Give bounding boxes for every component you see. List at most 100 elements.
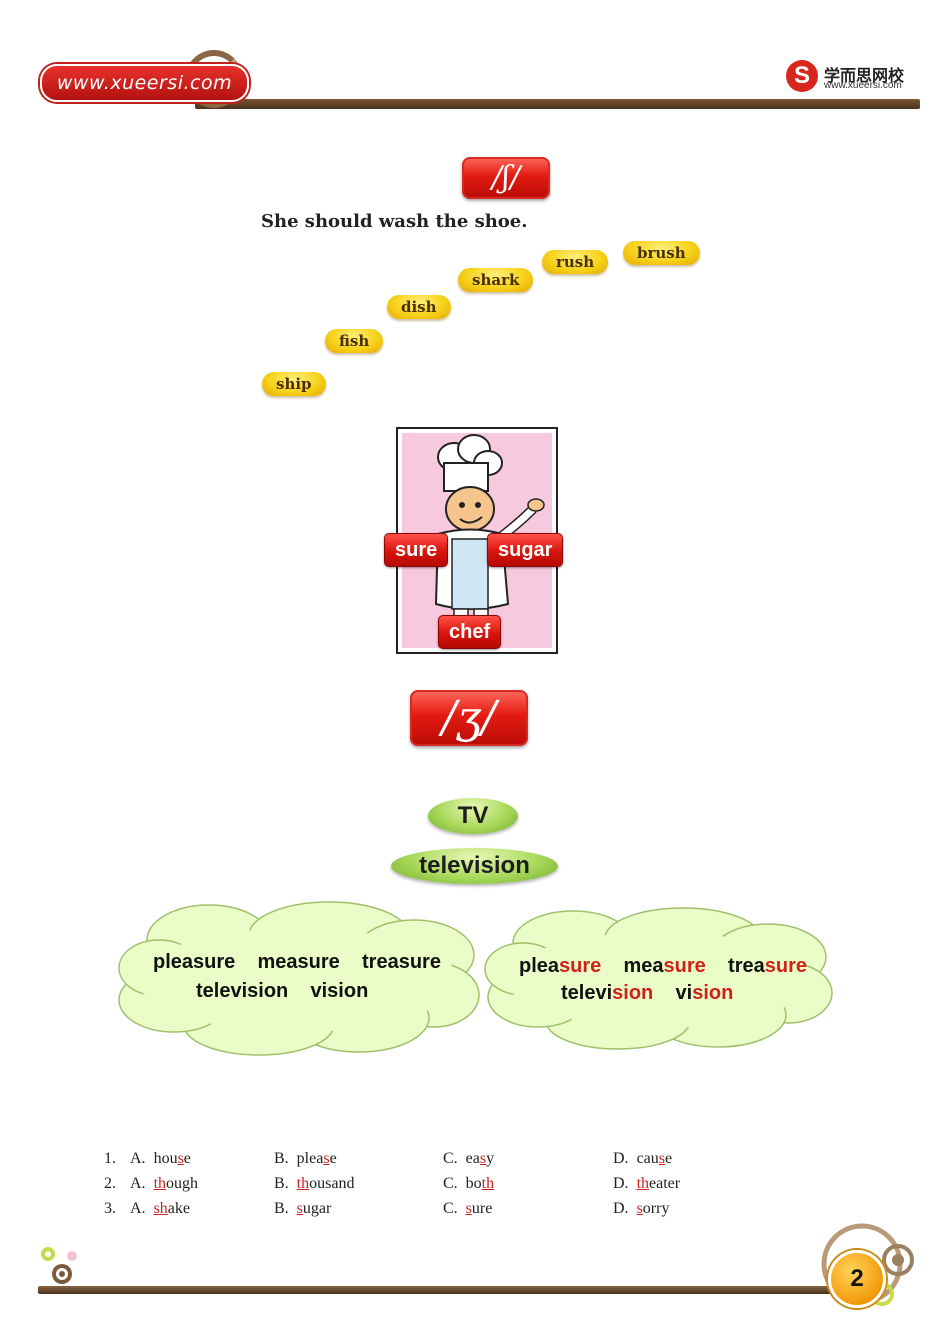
- option-word-part: e: [665, 1150, 673, 1167]
- quiz-option[interactable]: D. sorry: [613, 1200, 669, 1218]
- quiz-option[interactable]: D. theater: [613, 1175, 680, 1193]
- option-letter: D.: [613, 1175, 629, 1192]
- option-letter: C.: [443, 1200, 458, 1217]
- word-part-highlight: sure: [559, 955, 602, 977]
- cloud-left-line2: television vision: [196, 980, 368, 1003]
- option-letter: A.: [130, 1175, 146, 1192]
- phoneme-zh-badge: /ʒ/: [410, 690, 528, 746]
- option-word-part: plea: [296, 1150, 324, 1167]
- option-word-part: ough: [166, 1175, 199, 1192]
- word-treasure: treasure: [362, 951, 441, 973]
- word-pill-brush: brush: [623, 241, 700, 265]
- split-word-measure: measure: [624, 955, 706, 977]
- option-word-part: hou: [153, 1150, 178, 1167]
- option-letter: C.: [443, 1175, 458, 1192]
- option-word-part: ake: [167, 1200, 190, 1217]
- option-word-part: ousand: [309, 1175, 355, 1192]
- word-pill-dish: dish: [387, 295, 451, 319]
- word-part: vi: [675, 982, 693, 1004]
- option-letter: B.: [274, 1200, 289, 1217]
- quiz-option[interactable]: A. shake: [130, 1200, 190, 1218]
- word-part: mea: [623, 955, 664, 977]
- word-measure: measure: [257, 951, 340, 973]
- label-chef: chef: [438, 615, 502, 649]
- option-word-part: ure: [471, 1200, 493, 1217]
- cloud-right-shape: [484, 907, 833, 1050]
- cloud-right-line1: pleasure measure treasure: [519, 955, 807, 978]
- quiz-option[interactable]: A. house: [130, 1150, 191, 1168]
- word-television: television: [196, 980, 289, 1002]
- option-underlined-letters: s: [323, 1150, 330, 1167]
- header-bar: [195, 99, 920, 109]
- word-part-highlight: sion: [612, 982, 654, 1004]
- quiz-option[interactable]: B. thousand: [274, 1175, 354, 1193]
- option-underlined-letters: s: [296, 1200, 303, 1217]
- option-letter: A.: [130, 1200, 146, 1217]
- word-pill-shark: shark: [458, 268, 534, 292]
- option-word-part: eater: [649, 1175, 681, 1192]
- cloud-left-line1: pleasure measure treasure: [153, 951, 441, 974]
- option-letter: D.: [613, 1150, 629, 1167]
- word-vision: vision: [310, 980, 369, 1002]
- site-url-badge[interactable]: www.xueersi.com: [40, 64, 249, 102]
- pill-tv: TV: [428, 798, 518, 834]
- split-word-television: television: [561, 982, 653, 1004]
- logo-url: www.xueersi.com: [824, 80, 902, 91]
- option-letter: B.: [274, 1150, 289, 1167]
- word-part-highlight: sure: [764, 955, 807, 977]
- quiz-option[interactable]: B. sugar: [274, 1200, 331, 1218]
- option-word-part: y: [486, 1150, 495, 1167]
- option-word-part: e: [329, 1150, 337, 1167]
- logo-title: 学而思网校: [824, 68, 905, 85]
- option-underlined-letters: th: [296, 1175, 310, 1192]
- split-word-pleasure: pleasure: [519, 955, 601, 977]
- split-word-treasure: treasure: [728, 955, 807, 977]
- label-sugar: sugar: [487, 533, 564, 567]
- option-word-part: orry: [642, 1200, 670, 1217]
- phoneme-sh-badge: /ʃ/: [462, 157, 550, 199]
- option-word-part: e: [183, 1150, 191, 1167]
- option-underlined-letters: s: [465, 1200, 472, 1217]
- quiz-option[interactable]: A. though: [130, 1175, 198, 1193]
- option-underlined-letters: s: [636, 1200, 643, 1217]
- word-part: plea: [519, 955, 560, 977]
- option-underlined-letters: s: [177, 1150, 184, 1167]
- page-number: 2: [828, 1250, 886, 1308]
- quiz-number: 2.: [104, 1175, 116, 1192]
- option-underlined-letters: th: [481, 1175, 495, 1192]
- xueersi-logo[interactable]: S 学而思网校 www.xueersi.com: [786, 60, 926, 100]
- word-pill-fish: fish: [325, 329, 384, 353]
- option-letter: C.: [443, 1150, 458, 1167]
- option-letter: B.: [274, 1175, 289, 1192]
- option-underlined-letters: sh: [153, 1200, 168, 1217]
- logo-s-icon: S: [786, 60, 818, 92]
- footer-bar: [38, 1286, 838, 1294]
- cloud-right-line2: television vision: [561, 982, 733, 1005]
- word-pleasure: pleasure: [153, 951, 236, 973]
- option-word-part: cau: [636, 1150, 659, 1167]
- quiz-number: 1.: [104, 1150, 116, 1167]
- option-letter: D.: [613, 1200, 629, 1217]
- quiz-option[interactable]: C. both: [443, 1175, 494, 1193]
- quiz-option[interactable]: B. please: [274, 1150, 337, 1168]
- word-part-highlight: sion: [692, 982, 734, 1004]
- option-word-part: bo: [465, 1175, 482, 1192]
- word-pill-ship: ship: [262, 372, 326, 396]
- option-word-part: ugar: [302, 1200, 332, 1217]
- quiz-option[interactable]: C. sure: [443, 1200, 492, 1218]
- word-pill-rush: rush: [542, 250, 609, 274]
- word-part: trea: [728, 955, 765, 977]
- option-letter: A.: [130, 1150, 146, 1167]
- example-sentence: She should wash the shoe.: [261, 211, 528, 232]
- word-part-highlight: sure: [663, 955, 706, 977]
- option-word-part: ea: [465, 1150, 480, 1167]
- option-underlined-letters: th: [153, 1175, 167, 1192]
- option-underlined-letters: s: [479, 1150, 487, 1167]
- word-part: televi: [561, 982, 613, 1004]
- split-word-vision: vision: [676, 982, 734, 1004]
- quiz-option[interactable]: C. easy: [443, 1150, 494, 1168]
- pill-television: television: [391, 848, 558, 884]
- option-underlined-letters: s: [658, 1150, 665, 1167]
- quiz-option[interactable]: D. cause: [613, 1150, 672, 1168]
- footer-spiral-decoration-icon: [41, 1247, 77, 1284]
